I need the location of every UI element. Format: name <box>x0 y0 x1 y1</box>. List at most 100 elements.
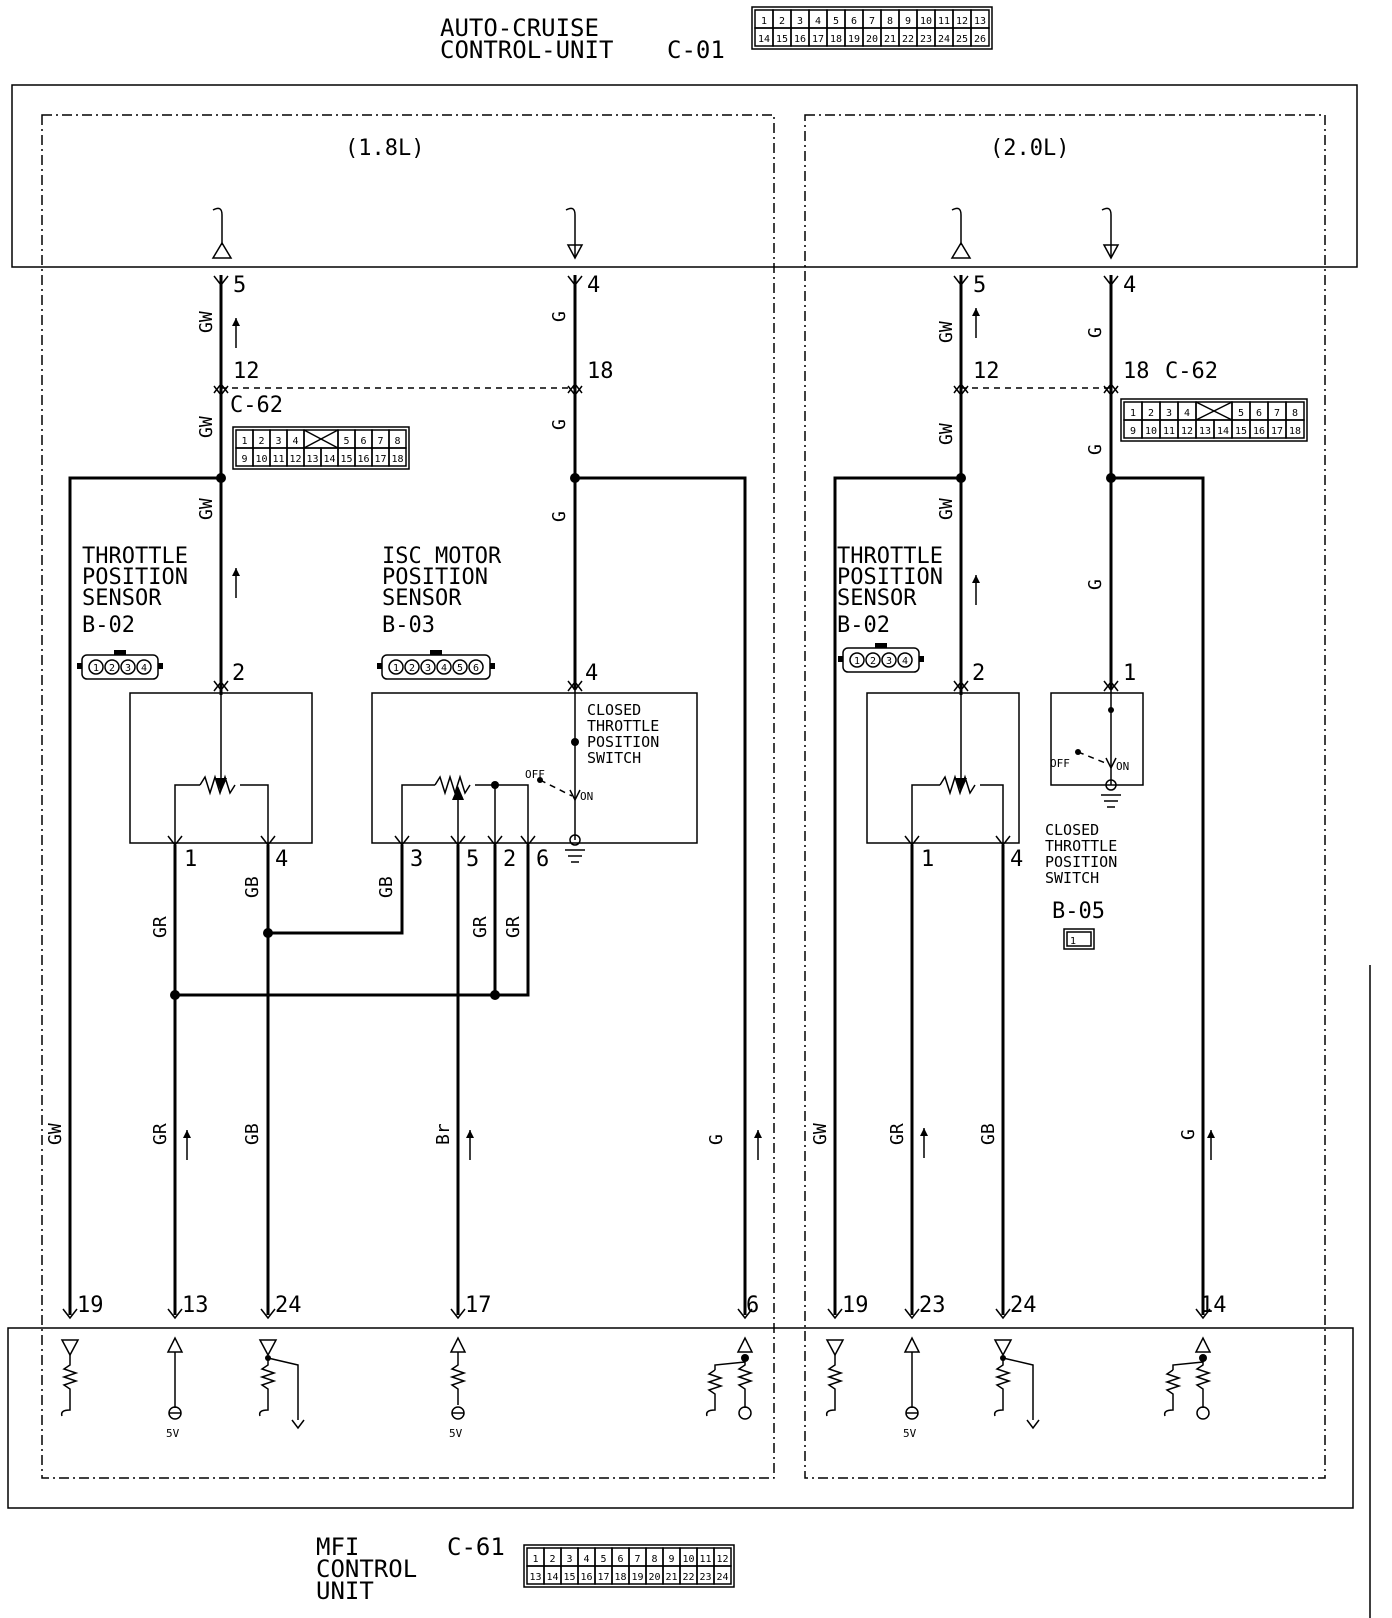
mfi-connector-pin: 9 <box>668 1554 674 1565</box>
mfi-pin-23: 23 <box>919 1293 946 1318</box>
mfi-unit-frame <box>7 1327 1354 1509</box>
cruise-connector-pin: 5 <box>833 16 839 27</box>
plug-pin: 4 <box>136 659 152 675</box>
mfi-connector-pin: 12 <box>716 1554 728 1565</box>
plug-pin: 6 <box>468 659 484 675</box>
wire-br: Br <box>433 1123 454 1145</box>
c62-cell: 17 <box>1267 419 1287 439</box>
c62-pin: 7 <box>1274 408 1280 419</box>
mfi-pin-19: 19 <box>842 1293 869 1318</box>
mfi-connector-pin: 24 <box>716 1572 728 1583</box>
plug-pin: 1 <box>88 659 104 675</box>
wire-gw: GW <box>936 423 957 445</box>
cruise-connector-cell: 13 <box>970 9 990 29</box>
c62-pin: 3 <box>1166 408 1172 419</box>
cruise-connector-pin: 23 <box>920 34 932 45</box>
mfi-connector-cell: 24 <box>713 1565 732 1585</box>
c62-pin: 8 <box>394 436 400 447</box>
c62-cell: 9 <box>1123 419 1143 439</box>
c62-pin: 10 <box>1145 426 1157 437</box>
tps-label-2: POSITION <box>82 565 188 590</box>
mfi-connector-cell: 18 <box>611 1565 630 1585</box>
c62-pin: 11 <box>272 454 284 465</box>
mfi-connector-pin: 22 <box>682 1572 694 1583</box>
c62-pin: 17 <box>374 454 386 465</box>
plug-pin: 1 <box>388 659 404 675</box>
isc-label-1: ISC MOTOR <box>382 544 502 569</box>
plug-pin-number: 4 <box>141 663 147 674</box>
5v-label: 5V <box>449 1427 463 1440</box>
c62-cell: 9 <box>235 447 254 467</box>
c62-pin: 1 <box>1130 408 1136 419</box>
cruise-connector-pin: 25 <box>956 34 968 45</box>
plug-pin-number: 2 <box>870 656 876 667</box>
c62-cell: 14 <box>320 447 339 467</box>
mfi-connector-cell: 5 <box>594 1547 613 1567</box>
c62-pin: 11 <box>1163 426 1175 437</box>
plug-pin-number: 1 <box>393 663 399 674</box>
pin-12: 12 <box>233 359 260 384</box>
cruise-connector-cell: 5 <box>826 9 846 29</box>
c62-cell: 8 <box>388 429 407 449</box>
mfi-connector-pin: 17 <box>597 1572 609 1583</box>
wire-gw: GW <box>936 321 957 343</box>
plug-pin-number: 6 <box>473 663 479 674</box>
wire-gb: GB <box>978 1123 999 1145</box>
mfi-connector-cell: 10 <box>679 1547 698 1567</box>
mfi-connector-pin: 19 <box>631 1572 643 1583</box>
tps-pin-1: 1 <box>184 847 197 872</box>
mfi-connector-pin: 2 <box>549 1554 555 1565</box>
switch-on: ON <box>580 790 593 803</box>
cruise-connector-cell: 8 <box>880 9 900 29</box>
pin-4: 4 <box>587 273 600 298</box>
c62-cell: 7 <box>1267 401 1287 421</box>
cruise-connector-cell: 14 <box>754 27 774 47</box>
cruise-connector-pin: 7 <box>869 16 875 27</box>
cruise-connector-cell: 10 <box>916 9 936 29</box>
wire-gw: GW <box>196 416 217 438</box>
c62-cell: 10 <box>1141 419 1161 439</box>
cruise-connector-pin: 26 <box>974 34 986 45</box>
mfi-connector-cell: 1 <box>526 1547 545 1567</box>
c62-pin: 1 <box>241 436 247 447</box>
pin-5: 5 <box>233 273 246 298</box>
mfi-connector-cell: 21 <box>662 1565 681 1585</box>
cruise-connector-cell: 22 <box>898 27 918 47</box>
cruise-connector-pin: 1 <box>761 16 767 27</box>
c62-pin: 13 <box>1199 426 1211 437</box>
mfi-connector-pin: 7 <box>634 1554 640 1565</box>
c62-pin: 12 <box>289 454 301 465</box>
cts-connector-pin: 1 <box>1070 936 1076 947</box>
cruise-connector-cell: 1 <box>754 9 774 29</box>
c62-cell: 5 <box>1231 401 1251 421</box>
mfi-connector-pin: 11 <box>699 1554 711 1565</box>
cruise-connector-pin: 20 <box>866 34 878 45</box>
c62-label: C-62 <box>230 393 283 418</box>
mfi-title-line2: CONTROL <box>316 1555 417 1583</box>
cruise-connector-pin: 4 <box>815 16 821 27</box>
plug-pin: 2 <box>104 659 120 675</box>
mfi-connector-cell: 14 <box>543 1565 562 1585</box>
c62-pin: 8 <box>1292 408 1298 419</box>
cts-label-3: POSITION <box>1045 853 1117 871</box>
c62-pin: 15 <box>1235 426 1247 437</box>
isc-pin-6: 6 <box>536 847 549 872</box>
c62-cell: 18 <box>388 447 407 467</box>
c62-pin: 7 <box>377 436 383 447</box>
cruise-connector-pin: 2 <box>779 16 785 27</box>
mfi-connector-pin: 20 <box>648 1572 660 1583</box>
cts-pin-1: 1 <box>1123 661 1136 686</box>
panel-title-2-0l: (2.0L) <box>990 136 1069 161</box>
tps-code: B-02 <box>837 613 890 638</box>
cruise-connector-cell: 15 <box>772 27 792 47</box>
mfi-title-line3: UNIT <box>316 1577 374 1605</box>
right-circuit <box>825 207 1212 1430</box>
mfi-connector-cell: 11 <box>696 1547 715 1567</box>
cts-label-1: CLOSED <box>587 701 641 719</box>
mfi-connector-pin: 23 <box>699 1572 711 1583</box>
cts-label-2: THROTTLE <box>1045 837 1117 855</box>
